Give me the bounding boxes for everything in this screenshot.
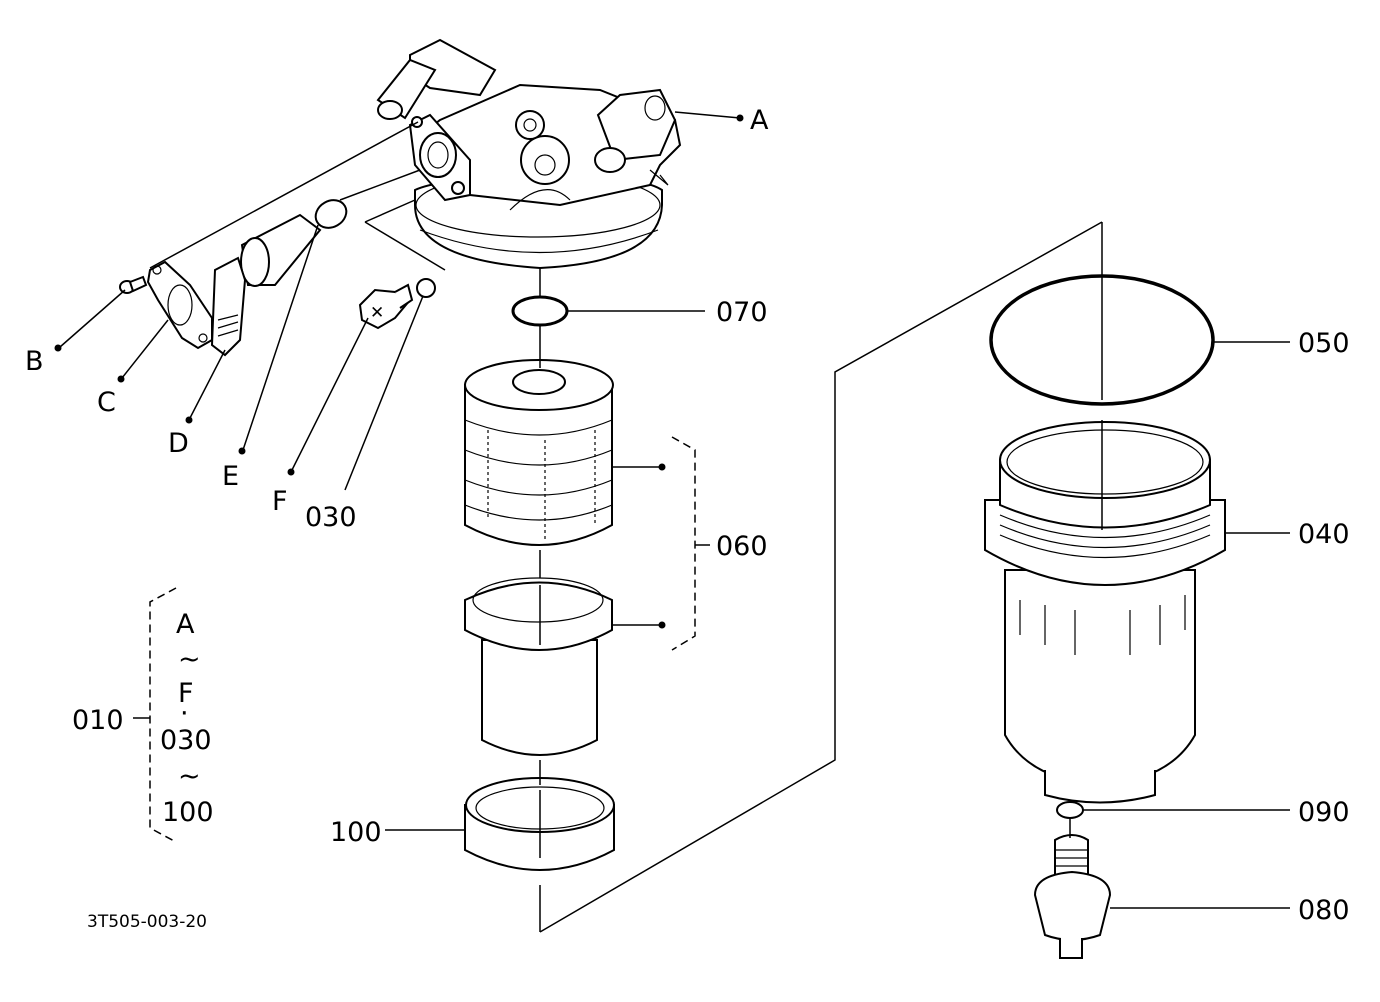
cock-lever-d-illustration [210,213,322,357]
plug-f-illustration: ✕ [358,283,414,330]
label-090: 090 [1298,797,1350,828]
label-f: F [272,486,288,517]
label-060: 060 [716,531,768,562]
bowl-040-illustration [984,421,1226,804]
label-040: 040 [1298,519,1350,550]
label-b: B [25,346,44,377]
range-start: A [176,609,195,640]
label-010: 010 [72,705,124,736]
range-end: 100 [162,797,214,828]
o-ring-070-illustration [511,295,569,327]
label-d: D [168,428,189,459]
drain-plug-080-illustration [1033,834,1112,959]
label-030: 030 [305,502,357,533]
range-tilde-1: ~ [178,644,201,675]
leader-lines [54,111,1290,933]
filter-element-060-illustration [464,359,614,546]
range-note-010: A ~ F · 030 ~ 100 [160,609,214,828]
o-ring-090-illustration [1056,801,1084,819]
label-080: 080 [1298,895,1350,926]
range-dot: · [180,698,189,729]
range-tilde-2: ~ [178,761,201,792]
gasket-c-illustration [146,260,213,350]
drawing-code: 3T505-003-20 [87,912,207,932]
range-mid: F [178,678,194,709]
filter-head-illustration [376,38,682,270]
element-cup-060-illustration [464,577,613,756]
o-ring-030-illustration [416,278,436,298]
label-e: E [222,461,239,492]
label-c: C [97,387,116,418]
o-ring-e-illustration [314,199,348,229]
label-100: 100 [330,817,382,848]
svg-text:✕: ✕ [370,303,384,323]
screw-b-illustration [119,275,148,294]
label-a: A [750,105,769,136]
range-start-2: 030 [160,725,212,756]
label-050: 050 [1298,328,1350,359]
label-070: 070 [716,297,768,328]
